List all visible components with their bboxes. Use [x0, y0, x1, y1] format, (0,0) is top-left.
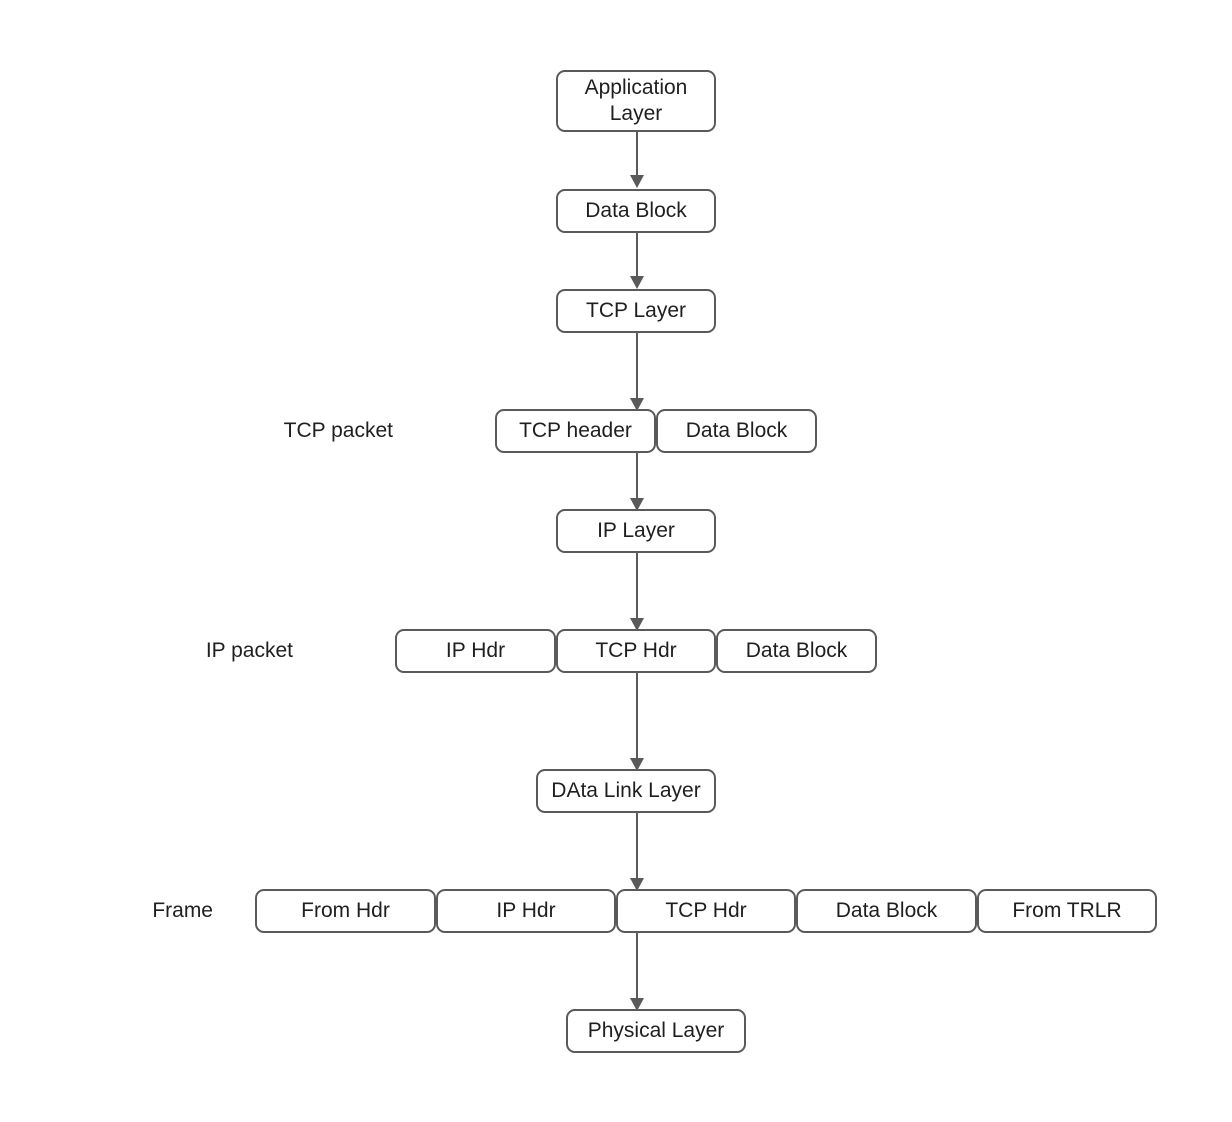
frame-field-label: From Hdr [301, 899, 390, 923]
ip-layer-label: IP Layer [597, 519, 675, 543]
arrow-ippacket-to-datalinklayer [630, 673, 644, 771]
frame-field-label: Data Block [835, 899, 938, 923]
label-frame: Frame [93, 899, 213, 923]
label-ip-packet: IP packet [193, 639, 293, 663]
frame-field-label: IP Hdr [496, 899, 556, 923]
ip-packet-field-data-block[interactable]: Data Block [716, 629, 877, 673]
application-layer-label-line2: Layer [609, 102, 663, 125]
frame-field-tcp-hdr[interactable]: TCP Hdr [616, 889, 796, 933]
frame-field-from-trlr[interactable]: From TRLR [977, 889, 1157, 933]
frame-field-data-block[interactable]: Data Block [796, 889, 977, 933]
arrow-frame-to-physicallayer [630, 933, 644, 1011]
frame-field-label: From TRLR [1012, 899, 1122, 923]
node-data-link-layer[interactable]: DAta Link Layer [536, 769, 716, 813]
data-link-layer-label: DAta Link Layer [551, 779, 701, 803]
tcp-packet-field-data-block[interactable]: Data Block [656, 409, 817, 453]
ip-packet-field-ip-hdr[interactable]: IP Hdr [395, 629, 556, 673]
data-block-label: Data Block [585, 199, 687, 223]
ip-packet-field-label: TCP Hdr [595, 639, 677, 663]
label-tcp-packet: TCP packet [193, 419, 393, 443]
tcp-packet-label-text: TCP packet [283, 419, 393, 442]
node-data-block[interactable]: Data Block [556, 189, 716, 233]
arrow-tcplayer-to-tcppacket [630, 333, 644, 411]
arrow-application-to-datablock [630, 132, 644, 188]
arrow-datablock-to-tcplayer [630, 233, 644, 289]
application-layer-label-line1: Application [584, 76, 688, 100]
ip-packet-field-label: IP Hdr [445, 639, 506, 663]
arrow-tcppacket-to-iplayer [630, 453, 644, 511]
arrow-iplayer-to-ippacket [630, 553, 644, 631]
ip-packet-field-label: Data Block [745, 639, 848, 663]
node-application-layer[interactable]: Application Layer [556, 70, 716, 132]
arrow-datalinklayer-to-frame [630, 813, 644, 891]
node-tcp-layer[interactable]: TCP Layer [556, 289, 716, 333]
frame-field-from-hdr[interactable]: From Hdr [255, 889, 436, 933]
frame-field-ip-hdr[interactable]: IP Hdr [436, 889, 616, 933]
node-ip-layer[interactable]: IP Layer [556, 509, 716, 553]
frame-label-text: Frame [152, 899, 213, 922]
physical-layer-label: Physical Layer [587, 1019, 725, 1043]
node-physical-layer[interactable]: Physical Layer [566, 1009, 746, 1053]
tcp-layer-label: TCP Layer [586, 299, 686, 323]
frame-field-label: TCP Hdr [665, 899, 747, 923]
ip-packet-field-tcp-hdr[interactable]: TCP Hdr [556, 629, 716, 673]
tcp-packet-field-label: TCP header [519, 419, 632, 443]
tcp-packet-field-tcp-header[interactable]: TCP header [495, 409, 656, 453]
tcp-packet-field-label: Data Block [685, 419, 788, 443]
ip-packet-label-text: IP packet [205, 639, 293, 662]
